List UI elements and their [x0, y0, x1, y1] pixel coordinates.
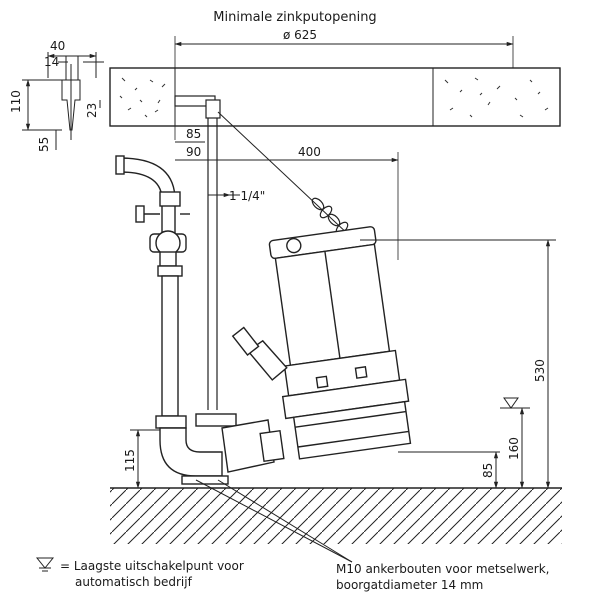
- dim-pipe: 1 1/4": [229, 189, 265, 203]
- dim-85-bottom: 85: [481, 463, 495, 478]
- dim-40: 40: [50, 39, 65, 53]
- ground: [110, 487, 562, 544]
- legend-line-1: = Laagste uitschakelpunt voor: [60, 559, 244, 573]
- height-dimensions: [360, 239, 556, 489]
- water-level-symbol: [503, 397, 519, 409]
- dim-115: 115: [123, 449, 137, 472]
- dim-90: 90: [186, 145, 201, 159]
- guide-rails: [207, 118, 218, 410]
- legend-water-symbol-icon: [35, 557, 55, 572]
- discharge-pipe: [115, 155, 190, 429]
- dim-110: 110: [9, 90, 23, 113]
- pump-body: [231, 226, 412, 460]
- dim-530: 530: [533, 359, 547, 382]
- auto-coupling-base: [159, 413, 285, 485]
- dim-160: 160: [507, 437, 521, 460]
- dim-400: 400: [298, 145, 321, 159]
- lifting-chain: [217, 111, 361, 249]
- dim-85-top: 85: [186, 127, 201, 141]
- dim-115-lines: [130, 429, 160, 489]
- guide-bracket: [174, 95, 221, 119]
- legend-line-2: automatisch bedrijf: [75, 575, 193, 589]
- anchor-detail: [22, 52, 104, 150]
- anchor-leaders: [195, 479, 353, 563]
- dim-23: 23: [85, 103, 99, 118]
- title-label: Minimale zinkputopening: [213, 10, 376, 25]
- anchor-note-1: M10 ankerbouten voor metselwerk,: [336, 562, 549, 576]
- dim-14: 14: [44, 55, 59, 69]
- concrete-slab: [109, 67, 561, 127]
- diameter-label: ø 625: [283, 28, 317, 42]
- anchor-note-2: boorgatdiameter 14 mm: [336, 578, 483, 592]
- dim-55: 55: [37, 137, 51, 152]
